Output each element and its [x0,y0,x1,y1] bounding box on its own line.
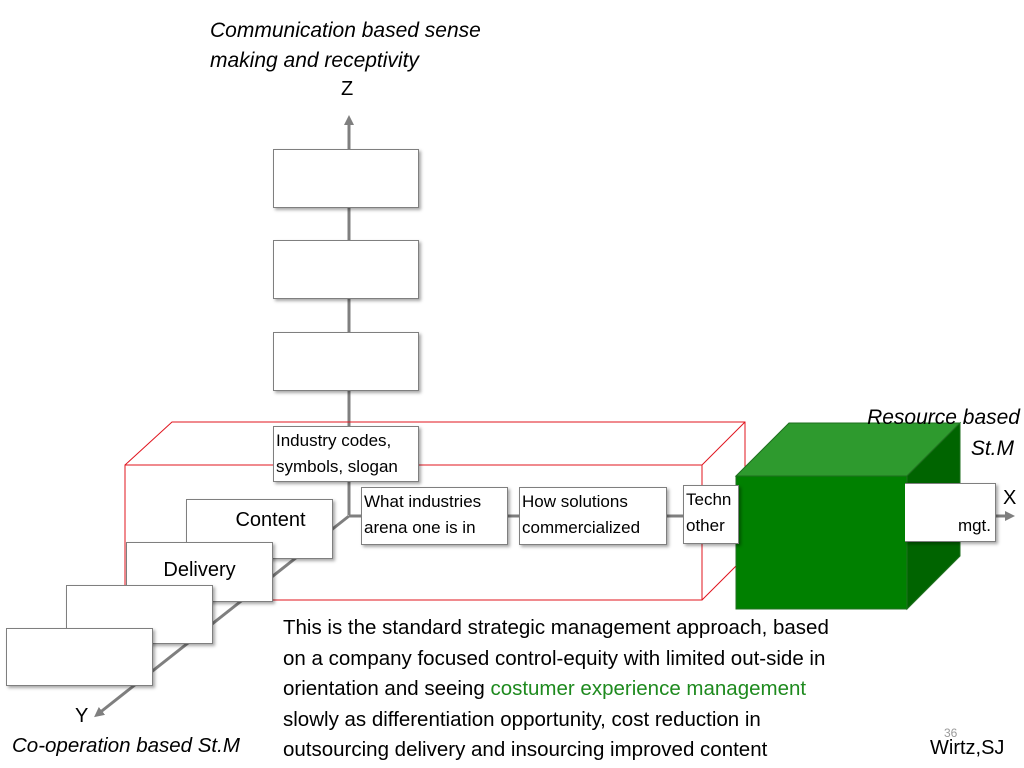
technology-line1: Techn [686,490,732,509]
x-axis-letter: X [1003,487,1017,509]
how-solutions-line2: commercialized [522,518,641,537]
x-axis-caption-line1: Resource based [867,406,1020,429]
industry-codes-line1: Industry codes, [276,431,392,450]
x-axis-caption-line2: St.M [970,437,1014,460]
author-label: Wirtz,SJ [930,737,1005,759]
what-industries-box: What industries arena one is in [361,487,508,545]
body-line2: on a company focused control-equity with… [283,646,826,670]
green-cube-front [735,475,908,610]
y-axis-caption: Co-operation based St.M [12,734,240,757]
what-industries-line2: arena one is in [364,518,476,537]
mgt-box: mgt. [905,483,996,542]
slide-number: 36 [944,726,958,740]
z-axis-box-lower [273,332,419,391]
body-highlight: costumer experience management [490,677,807,701]
how-solutions-box: How solutions commercialized [519,487,667,545]
delivery-label: Delivery [163,559,236,581]
body-line4: slowly as differentiation opportunity, c… [283,707,761,731]
body-text: This is the standard strategic managemen… [283,613,923,766]
z-axis-box-middle [273,240,419,299]
body-line1: This is the standard strategic managemen… [283,616,829,639]
what-industries-line1: What industries [364,492,482,511]
technology-box: Techn other [683,485,739,544]
body-line3: orientation and seeing costumer experien… [283,674,923,705]
content-label: Content [235,509,306,531]
y-axis-box-front [6,628,153,686]
technology-line2: other [686,516,725,535]
industry-codes-line2: symbols, slogan [276,457,398,476]
z-axis-caption-line2: making and receptivity [210,49,419,72]
industry-codes-box: Industry codes, symbols, slogan [273,426,419,482]
body-line5: outsourcing delivery and insourcing impr… [283,738,768,762]
z-axis-caption-line1: Communication based sense [210,19,481,42]
mgt-label: mgt. [957,516,991,535]
z-axis-letter: Z [341,78,354,100]
z-axis-box-top [273,149,419,208]
y-axis-letter: Y [75,705,89,727]
how-solutions-line1: How solutions [522,492,628,511]
green-cube [734,421,962,611]
body-line3-text: orientation and seeing [283,677,491,701]
